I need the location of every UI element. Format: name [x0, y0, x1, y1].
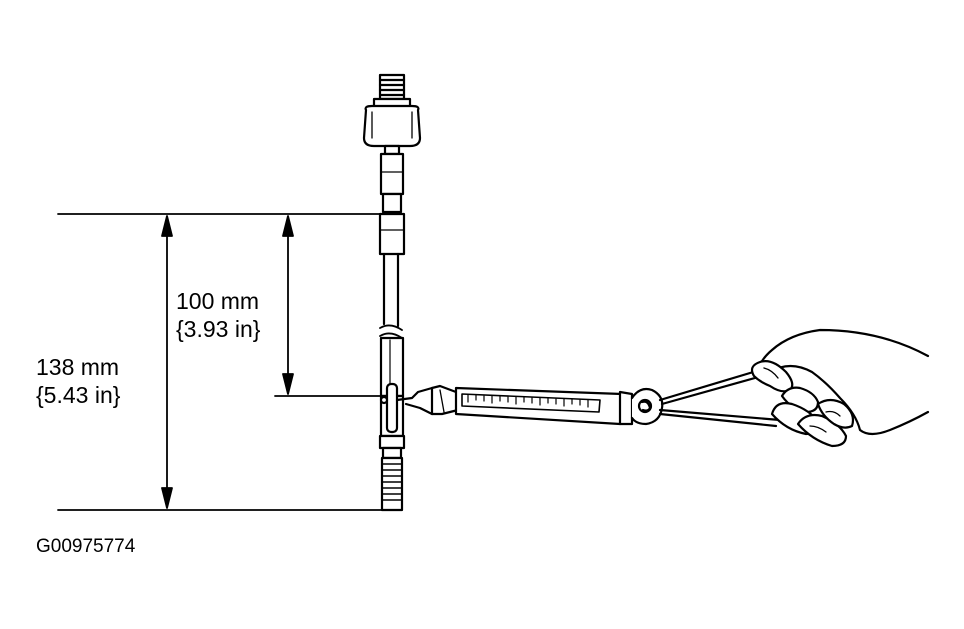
dimension-label-138mm: 138 mm {5.43 in}: [36, 353, 120, 409]
scale-body: [454, 386, 624, 426]
gauge-attach-point: [378, 382, 406, 460]
dim-138-arrow-top: [161, 215, 173, 237]
dimension-lines: [57, 213, 383, 511]
tie-rod-top-thread: [372, 73, 412, 111]
tie-rod: [362, 73, 422, 512]
hand: [750, 328, 930, 448]
tie-rod-shaft: [379, 252, 405, 398]
scale-ticks: [467, 394, 589, 408]
pull-cord-upper: [658, 368, 762, 402]
dimension-100-metric: 100 mm: [176, 288, 260, 314]
hand-back: [754, 328, 930, 436]
tie-rod-neck: [378, 144, 406, 256]
hand-finger-4: [816, 398, 855, 429]
dimension-label-100mm: 100 mm {3.93 in}: [176, 287, 260, 343]
scale-pull-ring: [630, 387, 664, 426]
ball-joint-housing: [362, 104, 422, 148]
dim-100-arrow-top: [282, 215, 294, 237]
hand-thumb: [750, 360, 794, 393]
dimension-138-imperial: {5.43 in}: [36, 382, 121, 408]
dimension-138-metric: 138 mm: [36, 354, 120, 380]
dimension-100-imperial: {3.93 in}: [176, 316, 261, 342]
pull-cord-lower: [658, 408, 782, 422]
dim-100-arrow-bottom: [282, 373, 294, 395]
scale-nose: [430, 384, 460, 416]
figure-id-label: G00975774: [36, 536, 136, 557]
tie-rod-bottom-thread: [380, 456, 404, 512]
dim-138-arrow-bottom: [161, 487, 173, 509]
pull-scale: [395, 368, 782, 428]
scale-end-cap: [618, 390, 634, 426]
scale-window: [461, 393, 601, 413]
